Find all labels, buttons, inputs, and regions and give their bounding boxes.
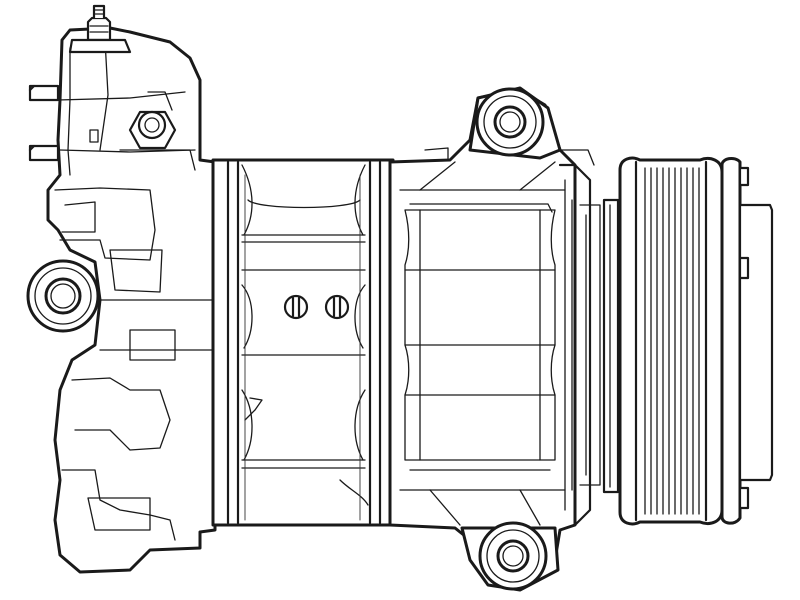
front-mounting-ear-lower [460, 521, 560, 592]
port-fitting-bolt [89, 91, 196, 171]
magnetic-clutch-assembly [602, 198, 620, 494]
top-pressure-fitting [68, 4, 132, 54]
rear-head-valve-housing [28, 26, 217, 574]
pulley-grooves [644, 167, 700, 515]
front-housing [388, 88, 601, 574]
rear-mounting-ear [26, 259, 100, 333]
clutch-front-plate [720, 156, 774, 525]
front-mounting-ear-upper [468, 86, 562, 160]
compressor-body-cylinder [211, 158, 395, 527]
body-plugs [283, 294, 350, 320]
poly-v-pulley [618, 156, 724, 526]
